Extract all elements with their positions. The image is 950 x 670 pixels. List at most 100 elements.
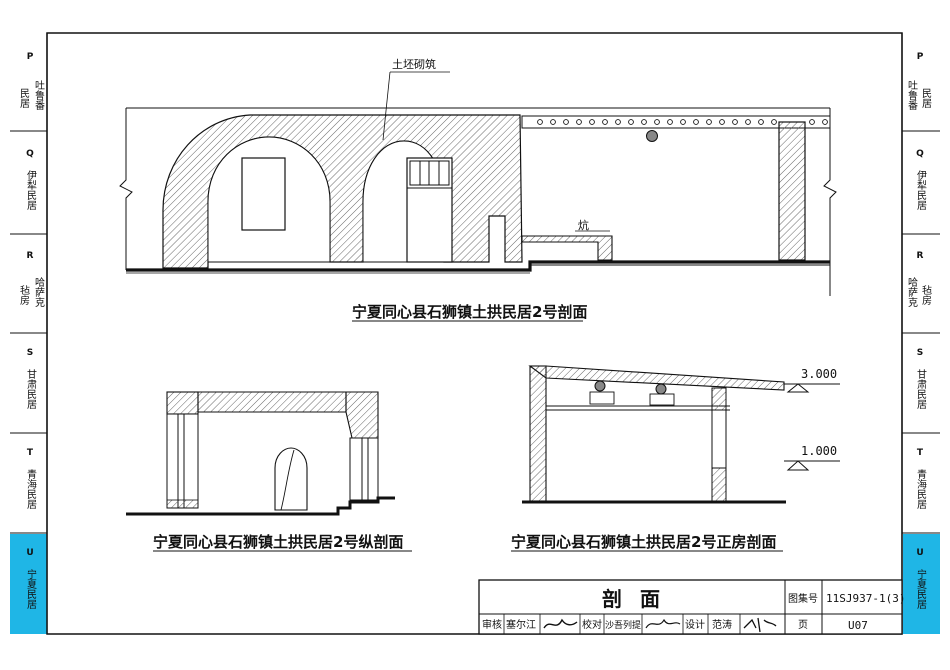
right-tab-s[interactable]: S 甘肃民居 xyxy=(902,348,940,434)
left-tab-p-label-a: 吐鲁番 xyxy=(33,80,45,111)
section-main-drawing: 土坯砌筑 炕 宁夏同心县石狮镇土拱民居2号剖面 xyxy=(119,57,837,322)
left-tab-t[interactable]: T 青海民居 xyxy=(10,448,47,534)
check-label: 校对 xyxy=(582,618,602,631)
svg-text:毡房: 毡房 xyxy=(18,284,30,306)
right-side-tabs: P 吐鲁番 民居 Q 伊犁民居 R 哈萨克 毡房 xyxy=(901,33,940,634)
review-label: 审核 xyxy=(482,618,502,631)
review-name: 塞尔江 xyxy=(506,618,536,631)
caption-section-main-house: 宁夏同心县石狮镇土拱民居2号正房剖面 xyxy=(511,533,776,551)
section-main-house-drawing: 3.000 1.000 宁夏同心县石狮镇土拱民居2号正房剖面 xyxy=(511,365,840,552)
design-label: 设计 xyxy=(685,618,705,631)
right-tab-t-label: 青海民居 xyxy=(915,468,927,510)
left-tab-t-label: 青海民居 xyxy=(25,468,37,510)
caption-section-long: 宁夏同心县石狮镇土拱民居2号纵剖面 xyxy=(153,533,403,551)
svg-text:宁夏民居: 宁夏民居 xyxy=(25,568,37,610)
right-tab-u-label: 宁夏民居 xyxy=(915,568,927,610)
check-signature xyxy=(645,618,681,629)
left-tab-u-label: 宁夏民居 xyxy=(25,568,37,610)
right-tab-q[interactable]: Q 伊犁民居 xyxy=(902,149,940,235)
svg-text:哈萨克: 哈萨克 xyxy=(906,276,918,308)
level-marker-low: 1.000 xyxy=(784,444,840,471)
sheet-frame xyxy=(46,32,903,635)
section-long-drawing: 宁夏同心县石狮镇土拱民居2号纵剖面 xyxy=(126,391,412,552)
long-section-ground xyxy=(126,496,395,516)
page-number: U07 xyxy=(848,619,868,632)
window-opening xyxy=(241,157,286,231)
right-tab-p-label-b: 民居 xyxy=(920,88,932,109)
left-tab-p[interactable]: P 吐鲁番 民居 xyxy=(10,52,47,132)
left-tab-u-code: U xyxy=(26,548,33,558)
ground-line xyxy=(126,260,830,272)
svg-text:吐鲁番: 吐鲁番 xyxy=(33,80,45,111)
svg-text:伊犁民居: 伊犁民居 xyxy=(25,170,37,211)
sloped-roof xyxy=(528,365,785,391)
page-label: 页 xyxy=(798,619,808,631)
svg-text:毡房: 毡房 xyxy=(920,284,932,306)
level-low-value: 1.000 xyxy=(801,444,837,458)
arched-doorway xyxy=(274,447,308,511)
left-tab-r[interactable]: R 哈萨克 毡房 xyxy=(10,251,47,334)
kang-platform xyxy=(521,235,613,261)
left-tab-q[interactable]: Q 伊犁民居 xyxy=(10,149,47,235)
left-tab-s[interactable]: S 甘肃民居 xyxy=(10,348,47,434)
note-kang: 炕 xyxy=(578,218,589,232)
svg-text:宁夏民居: 宁夏民居 xyxy=(915,568,927,610)
left-tab-u-active[interactable]: U 宁夏民居 xyxy=(10,534,47,634)
left-break-line xyxy=(119,108,133,270)
roof-beam-dots xyxy=(537,119,828,125)
svg-text:伊犁民居: 伊犁民居 xyxy=(915,170,927,211)
svg-text:吐鲁番: 吐鲁番 xyxy=(906,80,918,111)
left-tab-r-label-a: 哈萨克 xyxy=(33,276,45,308)
atlas-number: 11SJ937-1(3) xyxy=(826,592,905,605)
right-tab-p-label-a: 吐鲁番 xyxy=(906,80,918,111)
right-column xyxy=(778,121,806,261)
right-tab-r-code: R xyxy=(917,251,924,261)
left-tab-q-label: 伊犁民居 xyxy=(25,170,37,211)
left-tab-s-code: S xyxy=(27,348,33,358)
right-tab-r-label-a: 哈萨克 xyxy=(906,276,918,308)
left-tab-u-bg xyxy=(10,534,47,634)
svg-text:青海民居: 青海民居 xyxy=(915,468,927,510)
right-tab-t[interactable]: T 青海民居 xyxy=(902,448,940,534)
level-marker-high: 3.000 xyxy=(784,367,840,393)
right-tab-u-active[interactable]: U 宁夏民居 xyxy=(903,534,940,634)
svg-text:青海民居: 青海民居 xyxy=(25,468,37,510)
right-tab-u-bg xyxy=(903,534,940,634)
design-signature xyxy=(743,617,777,633)
left-tab-r-code: R xyxy=(27,251,34,261)
left-tab-s-label: 甘肃民居 xyxy=(25,368,37,410)
check-name: 沙吾列提 xyxy=(605,619,641,631)
design-name: 范涛 xyxy=(712,618,732,631)
note-adobe-masonry: 土坯砌筑 xyxy=(392,57,436,71)
right-tab-u-code: U xyxy=(916,548,923,558)
svg-text:甘肃民居: 甘肃民居 xyxy=(915,368,927,410)
left-tab-r-label-b: 毡房 xyxy=(18,284,30,306)
right-tab-q-code: Q xyxy=(916,149,924,159)
left-side-tabs: P 吐鲁番 民居 Q 伊犁民居 R 哈萨克 毡房 xyxy=(10,33,48,634)
right-tab-t-code: T xyxy=(917,448,924,458)
right-tab-p-code: P xyxy=(917,52,924,62)
level-high-value: 3.000 xyxy=(801,367,837,381)
right-tab-r-label-b: 毡房 xyxy=(920,284,932,306)
right-tab-r[interactable]: R 哈萨克 毡房 xyxy=(902,251,940,334)
purlin-section xyxy=(646,130,658,142)
svg-text:民居: 民居 xyxy=(920,88,932,109)
right-tab-p[interactable]: P 吐鲁番 民居 xyxy=(902,52,940,132)
svg-text:民居: 民居 xyxy=(18,88,30,109)
title-block: 剖面 图集号 11SJ937-1(3) 审核 塞尔江 校对 沙吾列提 设计 范涛… xyxy=(478,579,905,635)
review-signature xyxy=(543,618,578,629)
svg-text:甘肃民居: 甘肃民居 xyxy=(25,368,37,410)
sheet-title: 剖面 xyxy=(602,587,678,611)
right-tab-s-code: S xyxy=(917,348,923,358)
left-tab-p-label-b: 民居 xyxy=(18,88,30,109)
atlas-label: 图集号 xyxy=(788,592,818,605)
svg-text:哈萨克: 哈萨克 xyxy=(33,276,45,308)
left-tab-q-code: Q xyxy=(26,149,34,159)
right-tab-q-label: 伊犁民居 xyxy=(915,170,927,211)
caption-section-main: 宁夏同心县石狮镇土拱民居2号剖面 xyxy=(352,303,587,321)
left-tab-t-code: T xyxy=(27,448,34,458)
left-tab-p-code: P xyxy=(27,52,34,62)
right-break-line xyxy=(823,108,837,296)
right-tab-s-label: 甘肃民居 xyxy=(915,368,927,410)
